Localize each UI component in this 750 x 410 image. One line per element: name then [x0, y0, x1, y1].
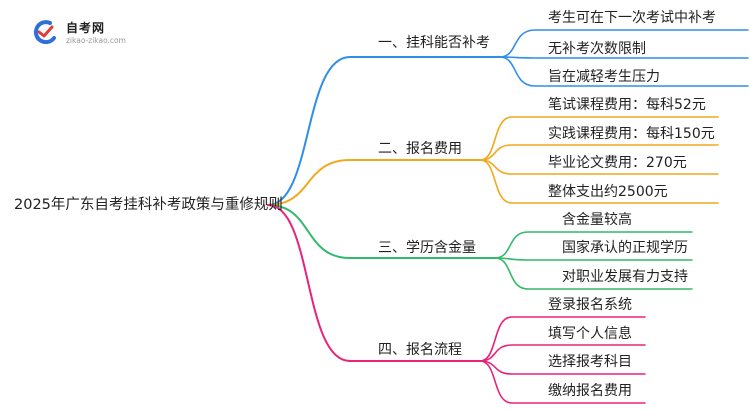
branch-3-connector	[267, 204, 351, 259]
logo-site: zikao-zikao.com	[66, 36, 126, 45]
branch-3-leaf-1-connector	[494, 231, 693, 259]
branch-4-leaf-4-connector	[479, 360, 646, 404]
branch-3-item-1: 含金量较高	[562, 212, 632, 228]
branch-3-leaf-2-connector	[494, 257, 693, 261]
branch-4-topic: 四、报名流程	[378, 342, 462, 358]
branch-2-item-2: 实践课程费用：每科150元	[548, 126, 715, 142]
branch-4-item-3: 选择报考科目	[548, 354, 632, 370]
branch-1-item-2: 无补考次数限制	[548, 41, 646, 57]
root-topic: 2025年广东自考挂科补考政策与重修规则	[14, 197, 283, 213]
branch-2-leaf-4-connector	[479, 159, 719, 204]
branch-2-connector	[267, 159, 351, 206]
branch-2-leaf-1-connector	[479, 116, 719, 161]
branch-1-leaf-1-connector	[499, 29, 749, 58]
branch-3-item-3: 对职业发展有力支持	[562, 269, 688, 285]
branch-4-item-1: 登录报名系统	[548, 297, 632, 313]
branch-1-item-1: 考生可在下一次考试中补考	[548, 10, 716, 26]
branch-3-leaf-3-connector	[494, 257, 693, 290]
branch-1-leaf-3-connector	[499, 56, 749, 87]
branch-4-leaf-2-connector	[479, 344, 646, 362]
branch-4-item-2: 填写个人信息	[548, 326, 632, 342]
logo-name: 自考网	[66, 21, 106, 35]
branch-4-item-4: 缴纳报名费用	[548, 383, 632, 399]
branch-2-topic: 二、报名费用	[378, 141, 462, 157]
branch-4-connector	[267, 204, 351, 362]
branch-3-item-2: 国家承认的正规学历	[562, 240, 688, 256]
branch-4-leaf-1-connector	[479, 316, 646, 362]
site-logo: 自考网 zikao-zikao.com	[30, 18, 140, 48]
branch-3-topic: 三、学历含金量	[378, 240, 476, 256]
branch-2-item-3: 毕业论文费用：270元	[548, 155, 687, 171]
branch-2-item-4: 整体支出约2500元	[548, 184, 668, 200]
branch-1-item-3: 旨在减轻考生压力	[548, 69, 660, 85]
branch-2-item-1: 笔试课程费用：每科52元	[548, 97, 706, 113]
branch-2-leaf-2-connector	[479, 144, 719, 161]
branch-1-connector	[267, 56, 351, 206]
logo-icon	[33, 20, 56, 44]
branch-1-topic: 一、挂科能否补考	[378, 35, 490, 51]
